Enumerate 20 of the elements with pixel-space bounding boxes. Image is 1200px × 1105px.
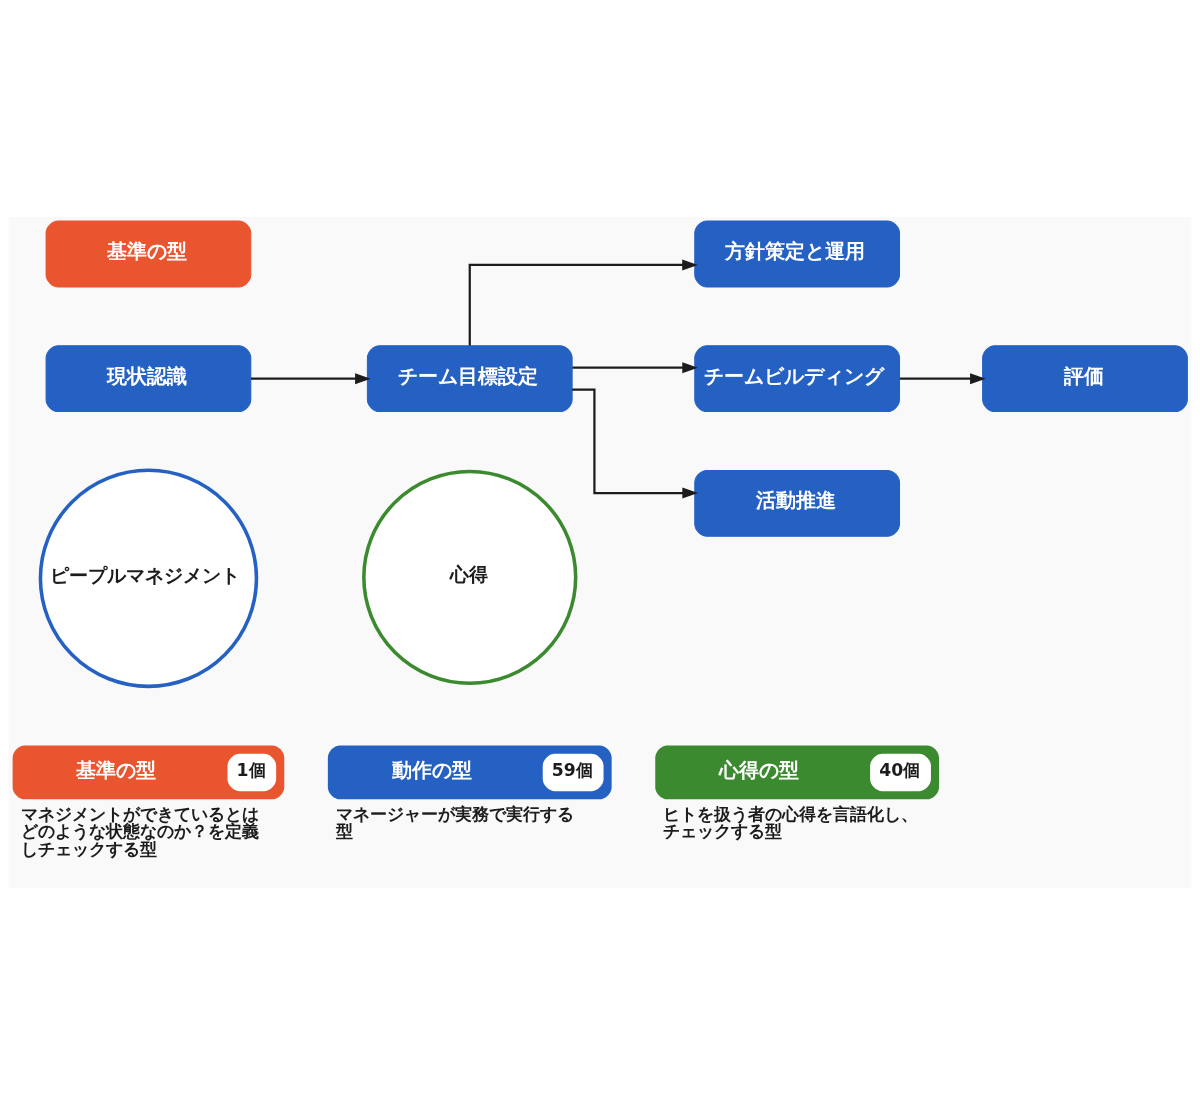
- arrow: [468, 259, 698, 346]
- node-box: 基準の型: [45, 220, 252, 288]
- node-label: マネージャーが実務で実行する型: [335, 804, 574, 842]
- node-box: 基準の型 1個: [12, 745, 285, 800]
- node-circle: ピープルマネジメント: [38, 468, 259, 689]
- node-box: 活動推進: [694, 469, 901, 537]
- node-box: 評価: [982, 345, 1188, 413]
- arrow: [572, 362, 698, 374]
- node-label: ヒトを扱う者の心得を言語化し、チェックする型: [663, 804, 919, 842]
- node-label: マネジメントができているとはどのような状態なのか？を定義しチェックする型: [20, 804, 259, 859]
- arrow: [251, 373, 371, 385]
- node-box: 動作の型 59個: [327, 745, 612, 800]
- arrow: [899, 373, 986, 385]
- node-box: 心得の型 40個: [655, 745, 940, 800]
- node-circle: 心得: [362, 469, 578, 686]
- arrow: [572, 388, 698, 499]
- node-box: 方針策定と運用: [694, 220, 901, 288]
- node-box: チーム目標設定: [366, 345, 573, 413]
- node-box: チームビルディング: [694, 345, 901, 413]
- node-box: 現状認識: [45, 345, 252, 413]
